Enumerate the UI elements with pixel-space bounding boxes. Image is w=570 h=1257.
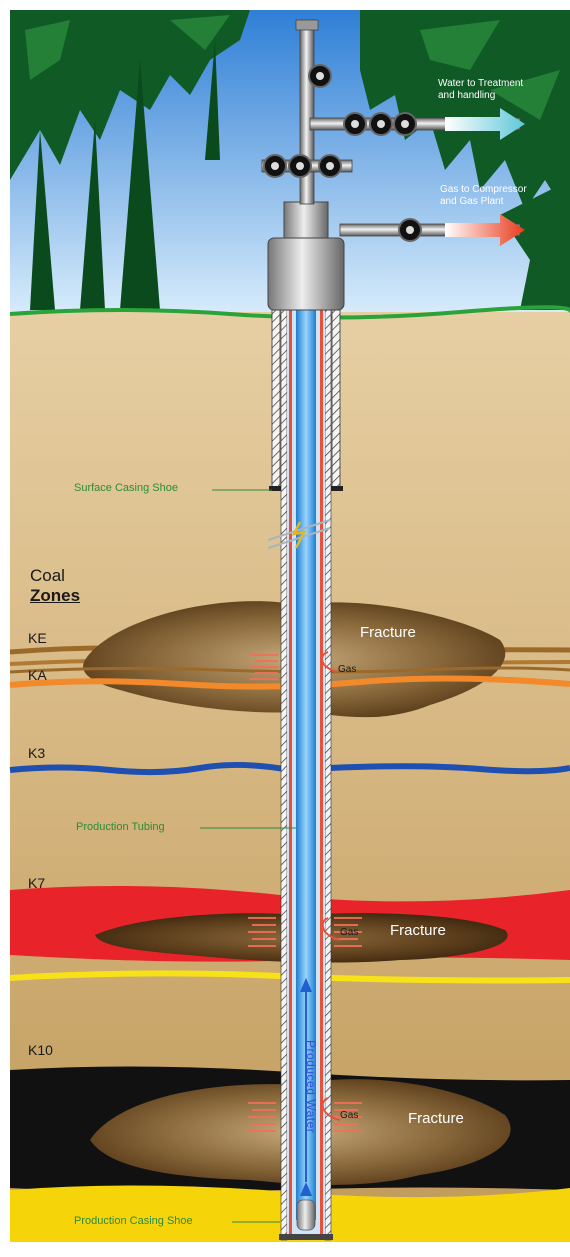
water-out-line-2: and handling xyxy=(438,89,496,101)
break-symbol xyxy=(267,519,331,549)
gas-out-line-2: and Gas Plant xyxy=(440,195,504,207)
water-out-line-1: Water to Treatment xyxy=(438,78,524,89)
gas-streaks xyxy=(248,654,362,1132)
production-casing-left xyxy=(280,309,288,1241)
fracture-label-3: Fracture xyxy=(408,1110,464,1127)
zone-k10-label: K10 xyxy=(28,1042,53,1058)
fracture-label-2: Fracture xyxy=(390,922,446,939)
fracture-label-1: Fracture xyxy=(360,624,416,641)
gas-out-label: Gas to Compressor and Gas Plant xyxy=(440,184,527,207)
coal-zones-line-2: Zones xyxy=(30,585,81,605)
wellhead xyxy=(267,237,345,311)
production-casing-shoe-label: Production Casing Shoe xyxy=(74,1215,193,1227)
seam-ka xyxy=(9,675,570,690)
gas-arrow-icon xyxy=(445,214,525,246)
gas-curls xyxy=(321,651,341,1121)
leader-lines xyxy=(200,489,296,1223)
gas-label-1: Gas xyxy=(338,664,357,675)
seam-k3 xyxy=(9,761,570,776)
gas-label-2: Gas xyxy=(340,927,359,938)
zone-k3-label: K3 xyxy=(28,745,46,761)
tree-canopy xyxy=(10,10,570,310)
coal-zones-heading: Coal Zones xyxy=(30,566,80,605)
tree-highlights xyxy=(25,15,560,120)
produced-water-arrows xyxy=(300,978,312,1196)
coal-zones-line-1: Coal xyxy=(30,566,65,585)
zone-ka-label: KA xyxy=(28,667,47,683)
surface-casing-shoe-label: Surface Casing Shoe xyxy=(74,482,178,494)
zone-ke-label: KE xyxy=(28,630,47,646)
seam-yellow xyxy=(9,970,570,984)
surface-casing-right xyxy=(331,309,341,491)
gas-out-line-1: Gas to Compressor xyxy=(440,184,527,195)
produced-water-label: Produced Water xyxy=(304,1040,318,1134)
gas-label-3: Gas xyxy=(340,1110,359,1121)
zone-k7-label: K7 xyxy=(28,875,46,891)
surface-casing-left xyxy=(271,309,281,491)
tree-trunks xyxy=(30,40,220,310)
production-casing-right xyxy=(324,309,332,1241)
water-arrow-icon xyxy=(445,108,525,140)
pump xyxy=(296,1199,316,1231)
production-tubing-label: Production Tubing xyxy=(76,821,165,833)
water-out-label: Water to Treatment and handling xyxy=(438,78,523,101)
